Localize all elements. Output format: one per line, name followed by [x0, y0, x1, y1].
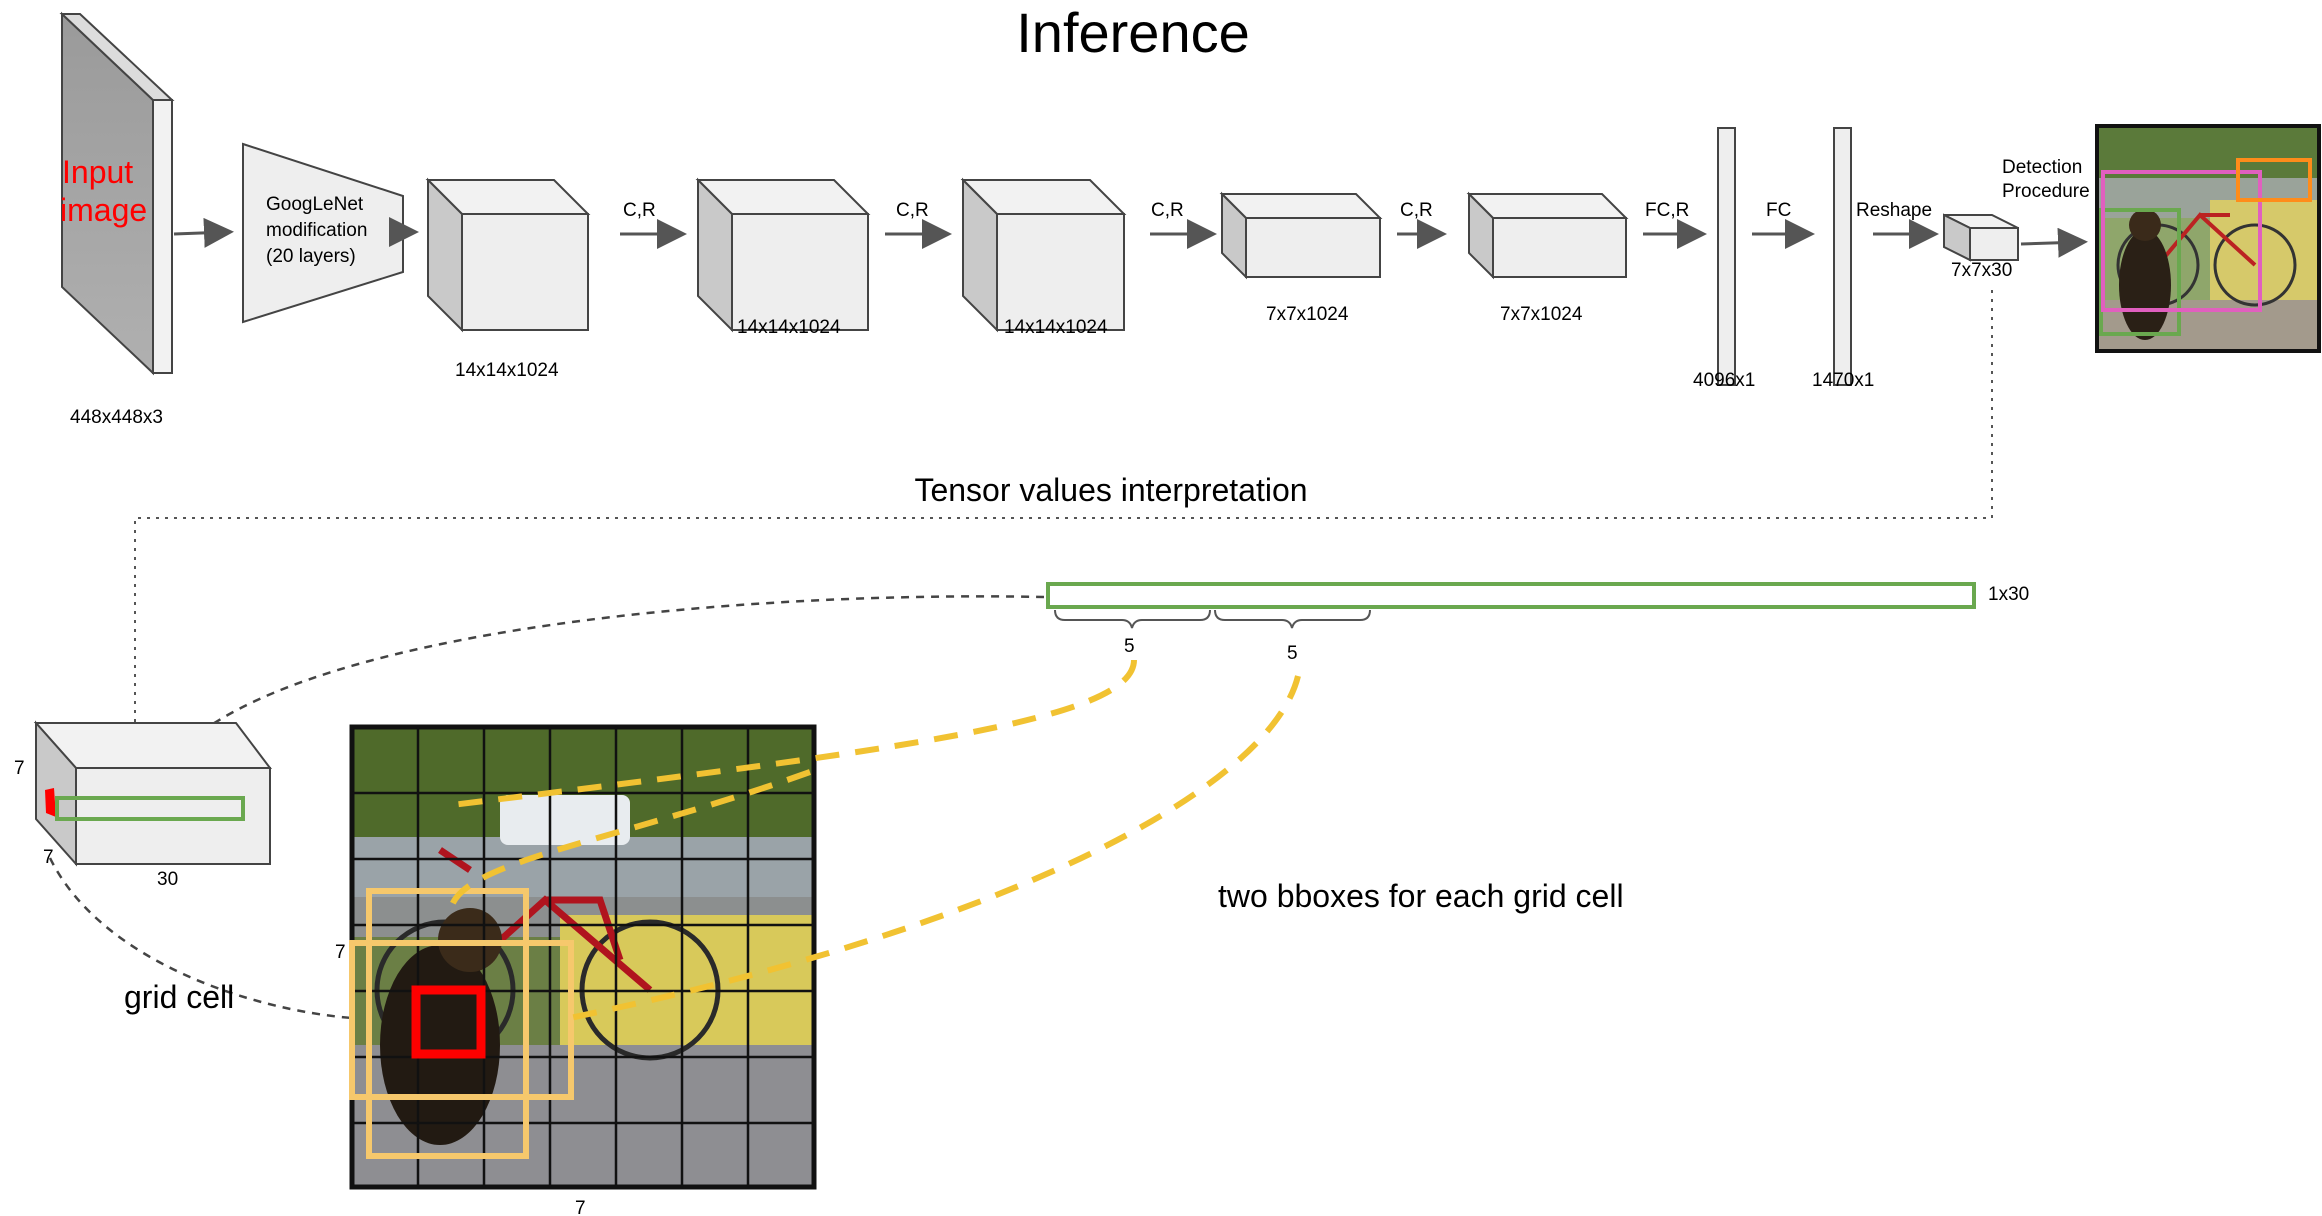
googlenet-line2: modification	[266, 220, 367, 241]
block-3-dims: 14x14x1024	[1004, 317, 1108, 338]
googlenet-line1: GoogLeNet	[266, 194, 364, 215]
input-label-line2: image	[60, 192, 147, 228]
interpretation-title: Tensor values interpretation	[914, 472, 1307, 508]
edge-label-7: Reshape	[1856, 200, 1932, 221]
yellow-link-bbox-1	[451, 659, 1137, 808]
dashed-link-vector	[148, 595, 1045, 796]
block-4-dims: 7x7x1024	[1266, 304, 1349, 325]
dotted-connector	[134, 290, 1993, 723]
tensor-d-label: 30	[157, 869, 178, 890]
tensor-h-label: 7	[14, 758, 25, 779]
googlenet-block	[242, 142, 404, 324]
tensor-w-label: 7	[43, 847, 54, 868]
detection-label-line2: Procedure	[2002, 181, 2090, 202]
output-dims: 7x7x30	[1951, 260, 2012, 281]
fc-2-dims: 1470x1	[1812, 370, 1874, 391]
fc-bar-1	[1717, 127, 1736, 386]
bbox-caption: two bboxes for each grid cell	[1218, 878, 1624, 914]
block-2-dims: 14x14x1024	[737, 317, 841, 338]
diagram-title: Inference	[1016, 1, 1250, 64]
detection-result-photo	[2095, 124, 2321, 353]
edge-label-1: C,R	[623, 200, 656, 221]
block-5-dims: 7x7x1024	[1500, 304, 1583, 325]
input-label-line1: Input	[62, 154, 133, 190]
conv-block-5	[1466, 191, 1629, 280]
fc-bar-2	[1833, 127, 1852, 386]
block-1-dims: 14x14x1024	[455, 360, 559, 381]
edge-label-6: FC	[1766, 200, 1791, 221]
arrow-input	[173, 217, 234, 248]
conv-block-3	[960, 177, 1127, 333]
input-image-slab	[59, 11, 175, 376]
fc-1-dims: 4096x1	[1693, 370, 1755, 391]
edge-label-4: C,R	[1400, 200, 1433, 221]
yellow-link-bbox-1-end	[449, 769, 812, 907]
vector-bar	[1046, 582, 1976, 609]
edge-label-5: FC,R	[1645, 200, 1689, 221]
bbox-2	[349, 940, 574, 1100]
googlenet-line3: (20 layers)	[266, 246, 356, 267]
edge-label-3: C,R	[1151, 200, 1184, 221]
grid-h-label: 7	[335, 942, 346, 963]
segment-bracket-2	[1214, 609, 1371, 629]
conv-block-1	[425, 177, 591, 333]
segment-label-1: 5	[1124, 636, 1135, 657]
vector-dims: 1x30	[1988, 584, 2029, 605]
small-tensor	[33, 720, 273, 867]
edge-label-2: C,R	[896, 200, 929, 221]
dashed-link-grid-cell	[48, 857, 353, 1020]
conv-block-4	[1219, 191, 1383, 280]
detection-label-line1: Detection	[2002, 157, 2082, 178]
yellow-link-bbox-2	[559, 675, 1301, 1023]
segment-label-2: 5	[1287, 643, 1298, 664]
input-dims: 448x448x3	[70, 407, 163, 428]
segment-bracket-1	[1054, 609, 1211, 629]
output-tensor	[1943, 213, 2019, 262]
conv-block-2	[695, 177, 871, 333]
arrow-detection	[2020, 227, 2088, 258]
grid-photo	[352, 727, 814, 1187]
grid-w-label: 7	[575, 1198, 586, 1216]
grid-cell-label: grid cell	[124, 979, 234, 1015]
bbox-1	[366, 888, 529, 1159]
grid-cell-highlight	[411, 985, 486, 1059]
